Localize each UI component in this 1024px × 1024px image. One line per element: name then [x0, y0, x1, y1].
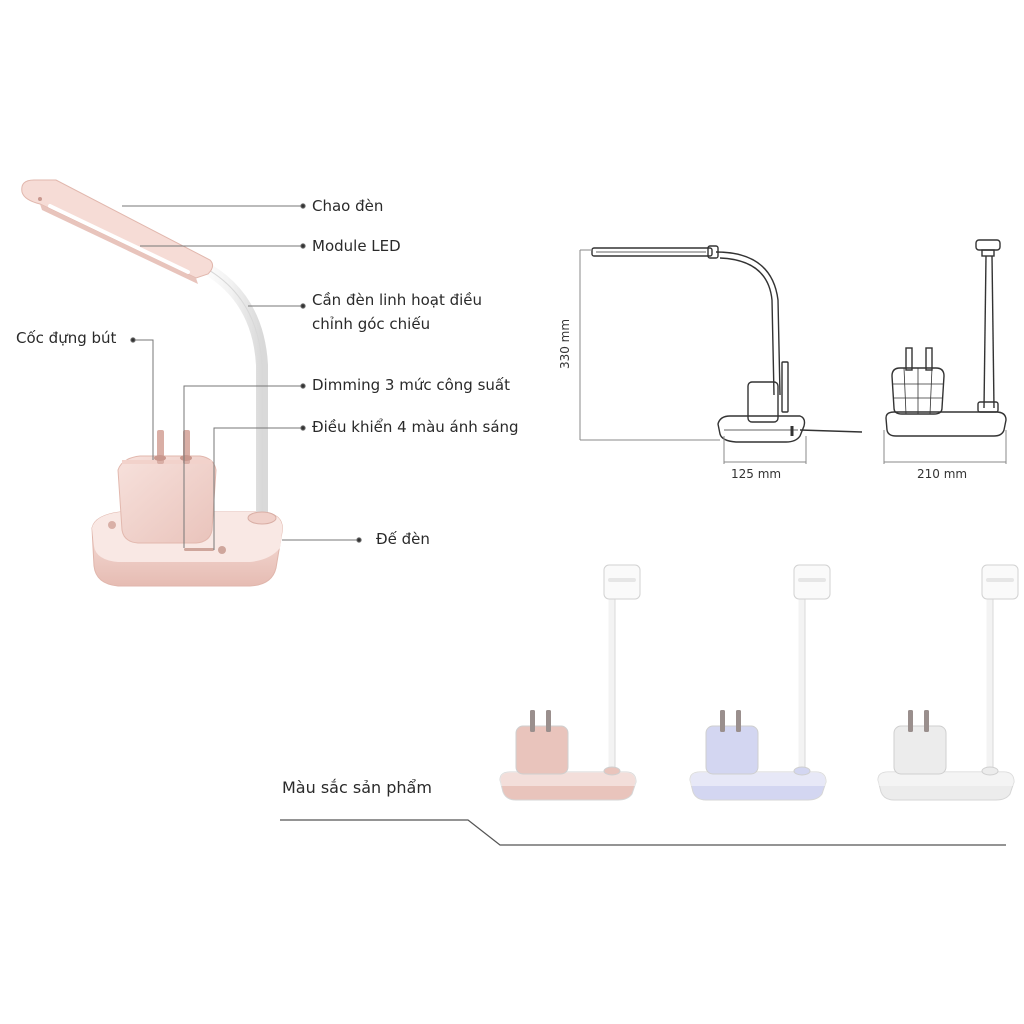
variant-lamp-lavender	[689, 564, 831, 801]
dim-depth: 125 mm	[731, 467, 782, 481]
label-color-control: Điều khiển 4 màu ánh sáng	[312, 418, 519, 436]
label-dimming: Dimming 3 mức công suất	[312, 376, 510, 394]
pen-cup	[117, 430, 217, 544]
variant-lamp-pink	[499, 564, 641, 801]
section-divider	[280, 819, 1006, 846]
label-arm-line2: chỉnh góc chiếu	[312, 315, 431, 333]
label-pen-cup: Cốc đựng bút	[16, 329, 117, 347]
label-arm-line1: Cần đèn linh hoạt điều	[312, 291, 483, 309]
dim-width: 210 mm	[917, 467, 968, 481]
colors-section-title: Màu sắc sản phẩm	[282, 778, 432, 797]
variant-lamp-white	[877, 564, 1019, 801]
label-led-module: Module LED	[312, 237, 401, 255]
dimension-side-view	[591, 245, 863, 443]
dimension-lines	[579, 249, 1007, 464]
main-lamp	[21, 179, 283, 587]
callout-lines	[122, 203, 362, 550]
color-variants	[499, 564, 1019, 801]
dimension-front-view	[885, 239, 1007, 437]
lamp-head	[21, 179, 214, 284]
dim-height: 330 mm	[558, 318, 573, 370]
label-shade: Chao đèn	[312, 197, 384, 215]
label-base: Đế đèn	[376, 530, 430, 548]
